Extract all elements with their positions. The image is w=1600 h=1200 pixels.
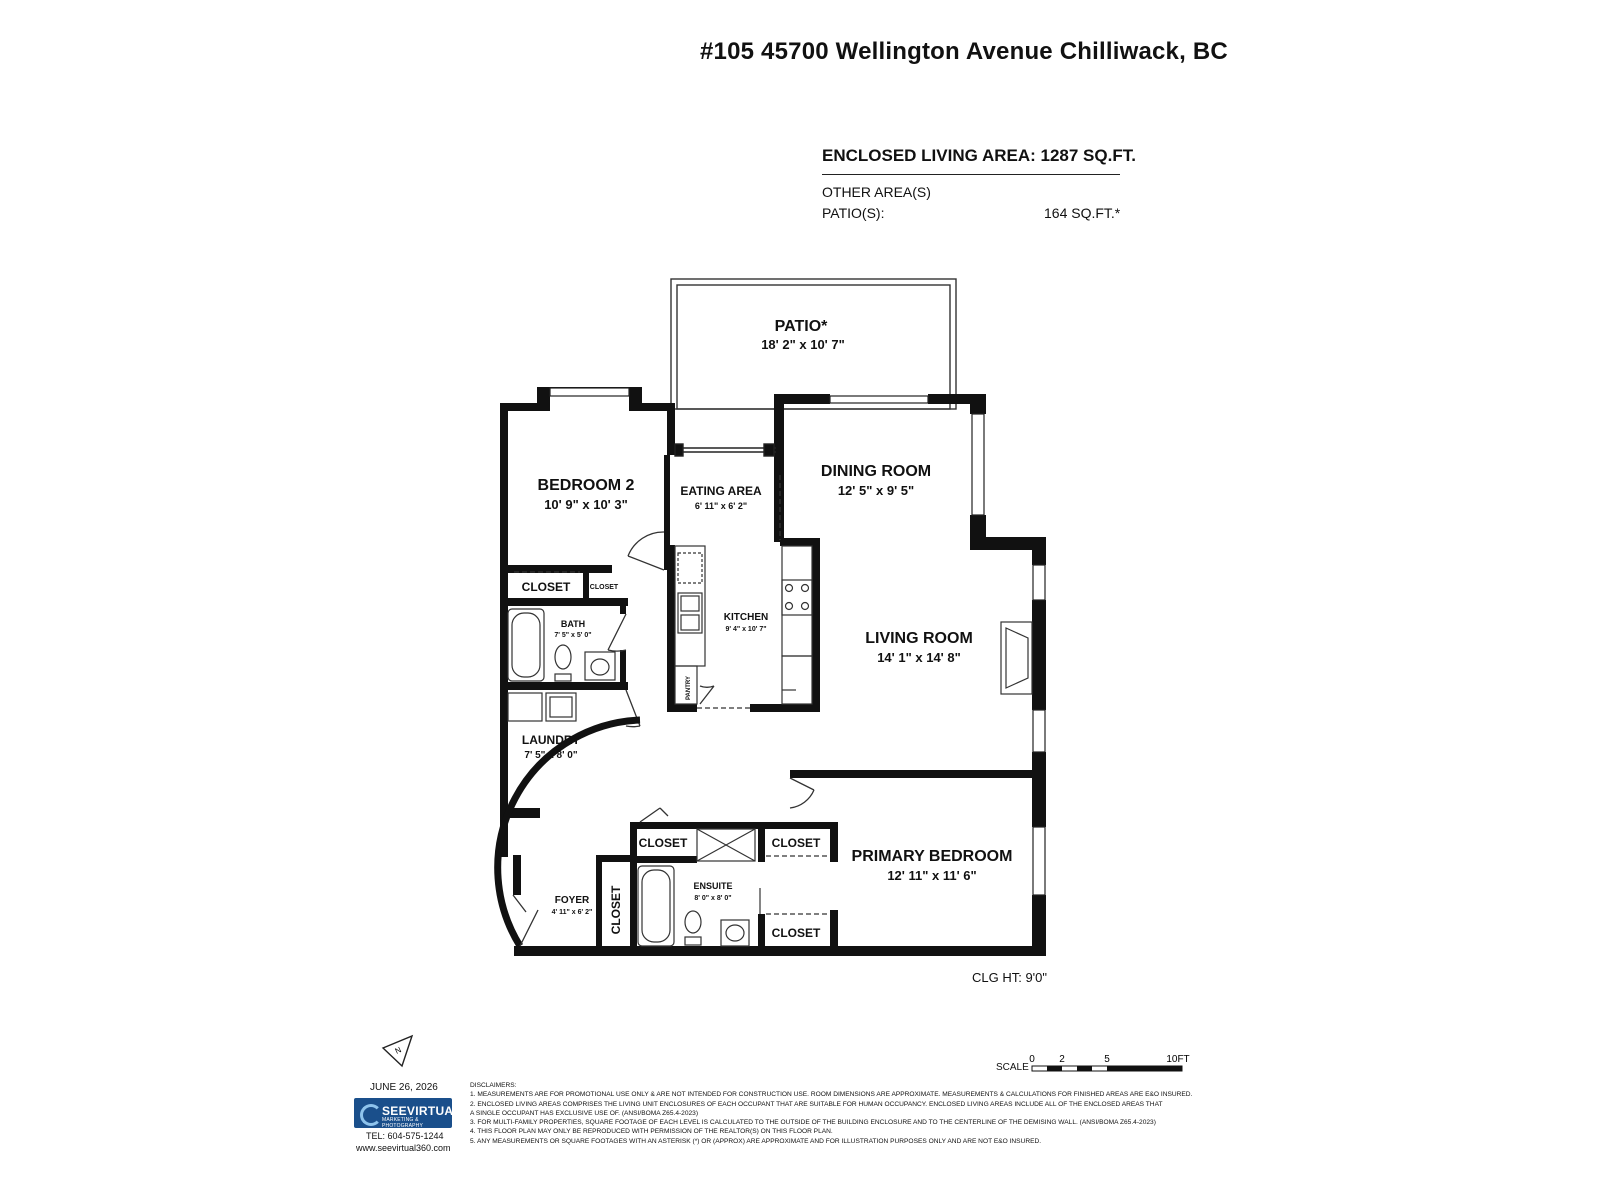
ceiling-height: CLG HT: 9'0" [972, 970, 1048, 985]
plan-date: JUNE 26, 2026 [370, 1082, 438, 1093]
ensuite-dim: 8' 0" x 8' 0" [694, 895, 731, 902]
disclaimer-line: 5. ANY MEASUREMENTS OR SQUARE FOOTAGES W… [470, 1137, 1042, 1145]
disclaimers: DISCLAIMERS: 1. MEASUREMENTS ARE FOR PRO… [470, 1081, 1210, 1146]
laundry-name: LAUNDRY [522, 733, 580, 747]
scale-tick-2: 2 [1059, 1054, 1065, 1065]
kitchen-dim: 9' 4" x 10' 7" [725, 626, 766, 633]
patio-name: PATIO* [775, 318, 829, 335]
closet-hall-name: CLOSET [639, 836, 688, 850]
enclosed-living-area: ENCLOSED LIVING AREA: 1287 SQ.FT. [822, 146, 1136, 165]
website-link[interactable]: www.seevirtual360.com [356, 1143, 451, 1153]
bath-name: BATH [561, 619, 585, 629]
windows [549, 387, 1046, 896]
page-title: #105 45700 Wellington Avenue Chilliwack,… [700, 38, 1228, 65]
room-labels: PATIO* 18' 2" x 10' 7" BEDROOM 2 10' 9" … [522, 318, 1013, 940]
dining-dim: 12' 5" x 9' 5" [838, 483, 914, 498]
laundry-dim: 7' 5" x 8' 0" [524, 750, 577, 761]
disclaimer-line: 3. FOR MULTI-FAMILY PROPERTIES, SQUARE F… [470, 1119, 1156, 1127]
door-swings [494, 531, 815, 948]
foyer-dim: 4' 11" x 6' 2" [552, 909, 593, 916]
dining-name: DINING ROOM [821, 463, 931, 480]
other-areas-heading: OTHER AREA(S) [822, 184, 931, 200]
closet-foyer-name: CLOSET [609, 885, 623, 934]
seevirtual-logo: SEEVIRTUAL MARKETING & PHOTOGRAPHY [354, 1098, 461, 1129]
ensuite-name: ENSUITE [693, 881, 732, 891]
pantry-name: PANTRY [686, 676, 692, 700]
compass-letter: N [394, 1045, 403, 1056]
primary-dim: 12' 11" x 11' 6" [887, 868, 976, 883]
disclaimer-line: 4. THIS FLOOR PLAN MAY ONLY BE REPRODUCE… [470, 1128, 833, 1136]
disclaimer-heading: DISCLAIMERS: [470, 1082, 517, 1089]
disclaimer-line: A SINGLE OCCUPANT HAS EXCLUSIVE USE OF. … [470, 1109, 699, 1117]
kitchen-name: KITCHEN [724, 612, 768, 623]
scale-tick-10: 10FT [1166, 1054, 1189, 1065]
fixtures [507, 545, 1033, 947]
logo-brand: SEEVIRTUAL [382, 1104, 462, 1118]
bedroom2-dim: 10' 9" x 10' 3" [544, 497, 628, 512]
scale-label: SCALE [996, 1062, 1029, 1073]
eating-name: EATING AREA [680, 484, 762, 498]
closet-b2-name: CLOSET [522, 580, 571, 594]
disclaimer-line: 2. ENCLOSED LIVING AREAS COMPRISES THE L… [470, 1100, 1163, 1108]
disclaimer-line: 1. MEASUREMENTS ARE FOR PROMOTIONAL USE … [470, 1091, 1193, 1099]
bedroom2-name: BEDROOM 2 [538, 477, 635, 494]
scale-tick-0: 0 [1029, 1054, 1035, 1065]
living-name: LIVING ROOM [865, 630, 973, 647]
patio-area-label: PATIO(S): [822, 205, 885, 221]
logo-subtitle: MARKETING & PHOTOGRAPHY [382, 1117, 424, 1129]
foyer-name: FOYER [555, 895, 590, 906]
closet-primary-name: CLOSET [772, 926, 821, 940]
primary-name: PRIMARY BEDROOM [852, 848, 1013, 865]
closet-wic-name: CLOSET [772, 836, 821, 850]
scale-tick-5: 5 [1104, 1054, 1110, 1065]
dashed-openings [514, 475, 830, 915]
living-dim: 14' 1" x 14' 8" [877, 650, 961, 665]
walls [500, 387, 1046, 956]
logo-swirl-icon [360, 1104, 382, 1126]
eating-dim: 6' 11" x 6' 2" [695, 501, 747, 511]
patio-dim: 18' 2" x 10' 7" [761, 337, 845, 352]
bath-dim: 7' 5" x 5' 0" [554, 632, 591, 639]
closet-small-name: CLOSET [590, 584, 619, 591]
patio-sliding-door [674, 443, 776, 457]
patio-area-value: 164 SQ.FT.* [1044, 205, 1121, 221]
scale-bar: 0 2 5 10FT [1029, 1054, 1190, 1072]
area-divider [822, 174, 1120, 175]
patio-outline [670, 278, 957, 410]
phone-number: TEL: 604-575-1244 [366, 1131, 444, 1141]
compass-icon: N [381, 1034, 414, 1068]
